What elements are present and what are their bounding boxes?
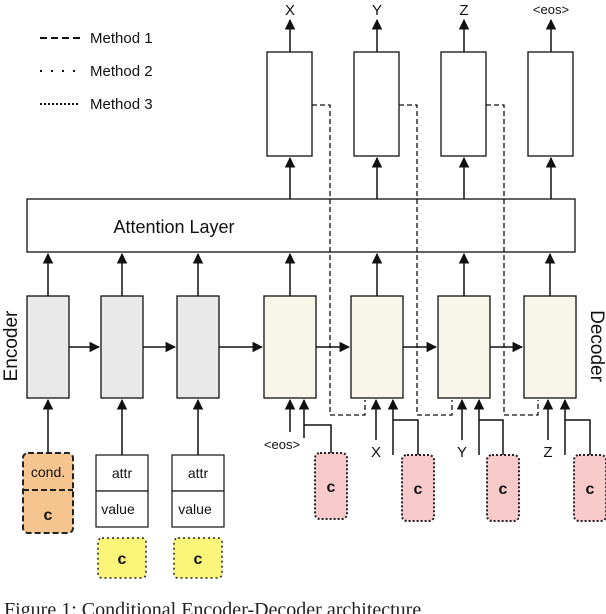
decoder-token-inputs: [284, 398, 554, 440]
output-box-1: [266, 51, 313, 157]
attr-c-label-2: c: [194, 551, 203, 568]
attr-label-2: attr: [188, 465, 209, 481]
encoder-cell-1: [26, 295, 70, 399]
cell-to-attention-arrows: [42, 252, 556, 296]
legend: Method 1 Method 2 Method 3: [40, 30, 153, 113]
method-1-feedback: [312, 104, 539, 416]
decoder-c-box-3: [486, 454, 520, 522]
encoder-label: Encoder: [1, 310, 22, 381]
value-label-2: value: [178, 501, 212, 517]
cond-box: cond. c: [22, 452, 74, 534]
attr-label-1: attr: [112, 465, 133, 481]
legend-label-method-3: Method 3: [90, 96, 153, 113]
cond-box-top-label: cond.: [31, 464, 65, 480]
attention-layer-box: [26, 198, 576, 253]
legend-label-method-1: Method 1: [90, 30, 153, 47]
output-layer: X Y Z <eos>: [266, 2, 574, 199]
output-token-eos: <eos>: [533, 2, 569, 17]
output-box-3: [440, 51, 487, 157]
legend-label-method-2: Method 2: [90, 63, 153, 80]
output-box-4: [527, 51, 574, 157]
output-token-y: Y: [372, 2, 382, 19]
decoder-c-box-1: [314, 452, 348, 520]
decoder-label: Decoder: [586, 310, 606, 382]
decoder-c-boxes: c c c c: [314, 452, 606, 522]
attr-value-box-1: attr value c: [95, 454, 149, 579]
attention-layer-label: Attention Layer: [113, 217, 234, 237]
decoder-c-label-4: c: [586, 481, 595, 498]
decoder-c-box-2: [401, 454, 435, 522]
decoder-c-label-3: c: [499, 481, 508, 498]
decoder-cell-1: [263, 295, 317, 399]
figure-caption: Figure 1: Conditional Encoder-Decoder ar…: [4, 599, 422, 614]
decoder-cell-2: [350, 295, 404, 399]
attr-value-box-2: attr value c: [171, 454, 225, 579]
attr-c-label-1: c: [118, 551, 127, 568]
architecture-diagram: Method 1 Method 2 Method 3 X Y Z <eos> A…: [1, 2, 606, 579]
decoder-input-z: Z: [543, 444, 552, 461]
value-label-1: value: [101, 501, 135, 517]
encoder: [26, 295, 220, 399]
encoder-input-arrows: [42, 398, 204, 455]
decoder-c-label-1: c: [327, 479, 336, 496]
decoder-c-connections: [298, 398, 591, 455]
decoder-c-label-2: c: [414, 481, 423, 498]
output-box-2: [353, 51, 400, 157]
encoder-cell-3: [176, 295, 220, 399]
decoder-input-x: X: [371, 444, 381, 461]
decoder-cell-3: [437, 295, 491, 399]
decoder-c-box-4: [573, 454, 606, 522]
encoder-cell-2: [100, 295, 144, 399]
output-token-z: Z: [459, 2, 468, 19]
output-token-x: X: [285, 2, 295, 19]
decoder-input-y: Y: [457, 444, 467, 461]
cond-box-c-label: c: [44, 507, 53, 524]
decoder: [263, 295, 577, 399]
decoder-cell-4: [523, 295, 577, 399]
decoder-input-eos: <eos>: [264, 437, 300, 452]
